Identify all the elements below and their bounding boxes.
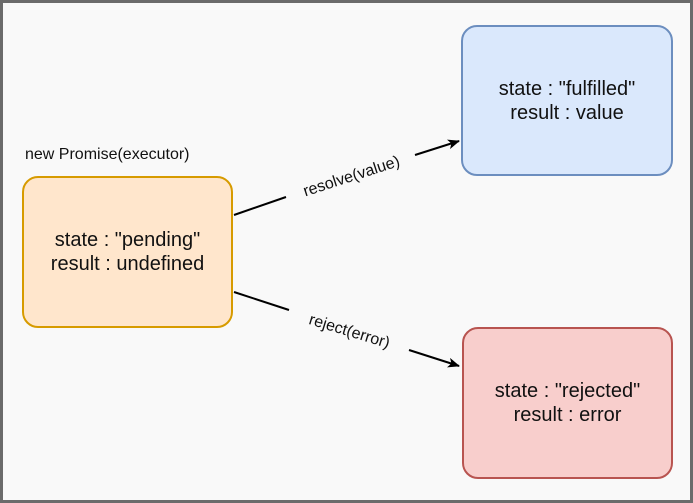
fulfilled-state-text: state : "fulfilled" xyxy=(498,77,636,100)
resolve-edge-segment-1 xyxy=(233,196,287,216)
edges-layer: resolve(value) reject(error) xyxy=(233,139,460,368)
rejected-result-text: result : error xyxy=(513,404,622,426)
reject-edge-segment-1 xyxy=(233,291,290,311)
pending-state-text: state : "pending" xyxy=(54,229,201,251)
pending-state-node: state : "pending" result : undefined xyxy=(22,176,233,328)
rejected-state-node: state : "rejected" result : error xyxy=(462,327,673,479)
reject-arrow xyxy=(408,349,460,368)
resolve-arrow xyxy=(414,139,460,156)
pending-result-text: result : undefined xyxy=(50,253,205,275)
fulfilled-state-node: state : "fulfilled" result : value xyxy=(461,25,673,176)
fulfilled-result-text: result : value xyxy=(510,101,624,124)
executor-caption: new Promise(executor) xyxy=(25,146,190,163)
resolve-edge-label: resolve(value) xyxy=(301,153,402,200)
rejected-state-text: state : "rejected" xyxy=(494,380,641,402)
reject-edge-label: reject(error) xyxy=(307,311,392,352)
